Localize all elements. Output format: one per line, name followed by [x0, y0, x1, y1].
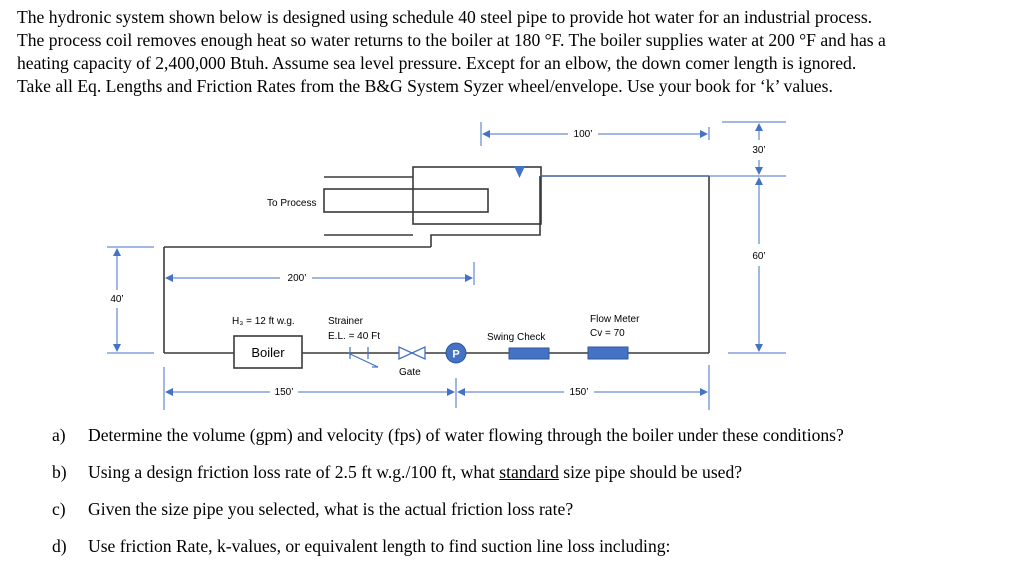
strainer-label: Strainer — [328, 316, 364, 327]
problem-line-3: heating capacity of 2,400,000 Btuh. Assu… — [17, 53, 857, 73]
dim-100-label: 100’ — [574, 129, 593, 140]
question-a: a) Determine the volume (gpm) and veloci… — [52, 424, 1012, 461]
gate-valve-icon — [398, 345, 426, 361]
question-text-underlined: standard — [499, 462, 559, 482]
flow-meter-label: Flow Meter — [590, 314, 640, 325]
boiler-box — [233, 335, 303, 369]
swing-check-icon — [508, 347, 550, 360]
boiler-label: Boiler — [251, 345, 285, 360]
flow-meter-icon — [587, 346, 629, 360]
process-coil-inner — [323, 188, 489, 213]
flow-meter-cv-label: Cv = 70 — [590, 328, 625, 339]
swing-check-label: Swing Check — [487, 332, 546, 343]
question-text: Determine the volume (gpm) and velocity … — [88, 425, 844, 445]
hf-label: H₃ = 12 ft w.g. — [232, 316, 295, 327]
pump-label: P — [452, 349, 459, 361]
question-text: Given the size pipe you selected, what i… — [88, 499, 574, 519]
problem-line-4: Take all Eq. Lengths and Friction Rates … — [17, 76, 833, 96]
problem-statement: The hydronic system shown below is desig… — [17, 6, 1021, 98]
strainer-icon — [347, 347, 379, 368]
question-label: c) — [52, 499, 66, 519]
question-label: b) — [52, 462, 67, 482]
strainer-el-label: E.L. = 40 Ft — [328, 331, 380, 342]
dim-40-label: 40’ — [110, 294, 123, 305]
question-label: a) — [52, 425, 66, 445]
problem-line-2: The process coil removes enough heat so … — [17, 30, 886, 50]
to-process-label: To Process — [267, 198, 316, 209]
dim-150-left-label: 150’ — [275, 387, 294, 398]
dim-30-label: 30’ — [752, 145, 765, 156]
problem-line-1: The hydronic system shown below is desig… — [17, 7, 873, 27]
question-list: a) Determine the volume (gpm) and veloci… — [52, 424, 1012, 572]
pump-icon: P — [445, 342, 467, 364]
question-text: Use friction Rate, k-values, or equivale… — [88, 536, 671, 556]
dim-150-right-label: 150’ — [570, 387, 589, 398]
question-d: d) Use friction Rate, k-values, or equiv… — [52, 535, 1012, 572]
dim-60-label: 60’ — [752, 251, 765, 262]
gate-label: Gate — [399, 367, 421, 378]
question-text-pre: Using a design friction loss rate of 2.5… — [88, 462, 500, 482]
process-coil-box — [412, 166, 542, 225]
water-level-marker — [514, 166, 525, 178]
question-b: b) Using a design friction loss rate of … — [52, 461, 1012, 498]
question-label: d) — [52, 536, 67, 556]
question-text-post: size pipe should be used? — [558, 462, 743, 482]
dim-200-label: 200’ — [288, 273, 307, 284]
dimensions — [107, 121, 786, 410]
process-coil-outer — [430, 176, 541, 247]
question-c: c) Given the size pipe you selected, wha… — [52, 498, 1012, 535]
question-text: Using a design friction loss rate of 2.5… — [88, 461, 742, 484]
